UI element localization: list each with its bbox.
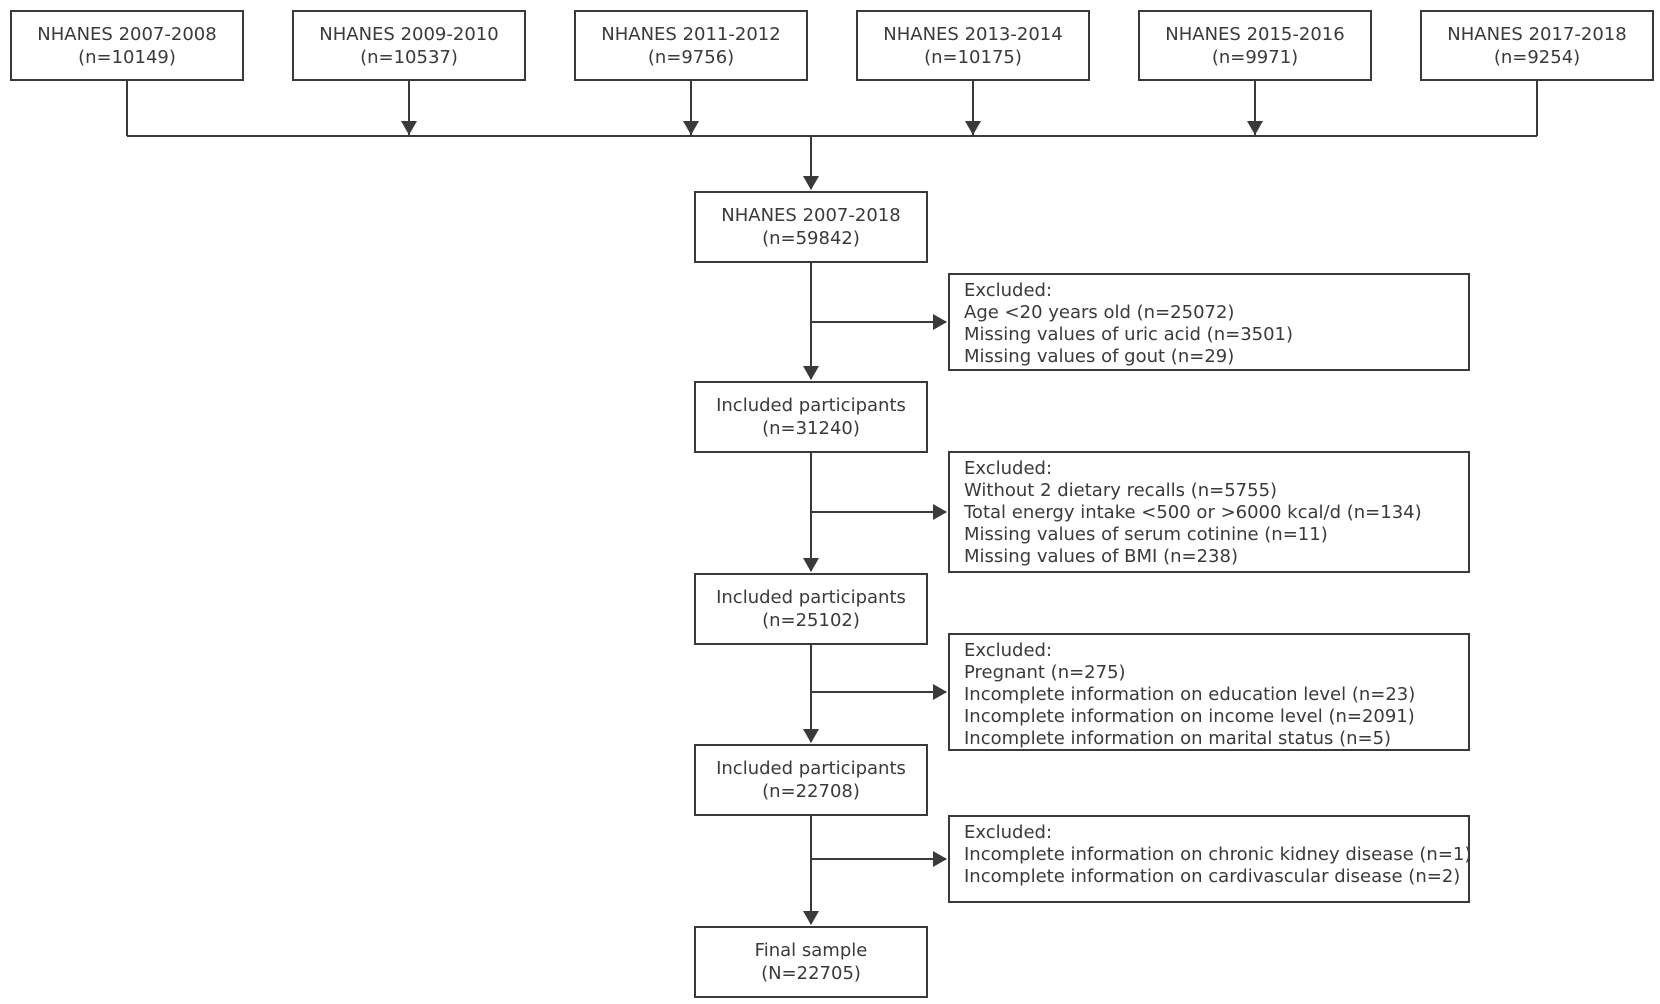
box-title: Included participants xyxy=(716,758,906,779)
exclusion-criterion: Total energy intake <500 or >6000 kcal/d… xyxy=(964,502,1422,523)
source-box-s6: NHANES 2017-2018(n=9254) xyxy=(1420,10,1654,81)
source-box-s5: NHANES 2015-2016(n=9971) xyxy=(1138,10,1372,81)
exclusion-criterion: Missing values of uric acid (n=3501) xyxy=(964,324,1294,345)
exclusion-criterion: Age <20 years old (n=25072) xyxy=(964,302,1235,323)
step-box-included3: Included participants(n=22708) xyxy=(694,744,928,816)
box-count: (n=10175) xyxy=(924,46,1022,68)
box-count: (n=10149) xyxy=(78,46,176,68)
exclusion-box-ex2: Excluded:Without 2 dietary recalls (n=57… xyxy=(948,451,1470,573)
exclusion-heading: Excluded: xyxy=(964,640,1053,661)
box-title: Included participants xyxy=(716,395,906,416)
exclusion-criterion: Incomplete information on income level (… xyxy=(964,706,1415,727)
source-arrow-head xyxy=(965,121,981,135)
exclusion-heading: Excluded: xyxy=(964,822,1053,843)
box-count: (n=9756) xyxy=(647,46,735,68)
box-title: Final sample xyxy=(754,940,868,961)
exclusion-heading: Excluded: xyxy=(964,458,1053,479)
box-count: (N=22705) xyxy=(761,963,861,984)
box-count: (n=31240) xyxy=(762,418,860,439)
exclusion-criterion: Missing values of serum cotinine (n=11) xyxy=(964,524,1328,545)
box-count: (n=59842) xyxy=(762,228,860,249)
exclusion-criterion: Incomplete information on education leve… xyxy=(964,684,1416,705)
exclusion-criterion: Pregnant (n=275) xyxy=(964,662,1126,683)
exclusion-criterion: Missing values of BMI (n=238) xyxy=(964,546,1238,567)
source-box-s3: NHANES 2011-2012(n=9756) xyxy=(574,10,808,81)
step-arrow-head xyxy=(803,911,819,925)
step-arrow-head xyxy=(803,558,819,572)
exclusion-heading: Excluded: xyxy=(964,280,1053,301)
box-count: (n=9254) xyxy=(1493,46,1581,68)
box-title: NHANES 2017-2018 xyxy=(1447,23,1627,45)
source-arrow-head xyxy=(401,121,417,135)
exclusion-arrow-head xyxy=(933,684,947,700)
exclusion-criterion: Incomplete information on marital status… xyxy=(964,728,1392,749)
source-box-s2: NHANES 2009-2010(n=10537) xyxy=(292,10,526,81)
step-box-included2: Included participants(n=25102) xyxy=(694,573,928,645)
box-title: NHANES 2011-2012 xyxy=(601,23,781,45)
exclusion-criterion: Incomplete information on chronic kidney… xyxy=(964,844,1472,865)
exclusion-box-ex1: Excluded:Age <20 years old (n=25072)Miss… xyxy=(948,273,1470,371)
box-count: (n=9971) xyxy=(1211,46,1299,68)
box-title: NHANES 2007-2008 xyxy=(37,23,217,45)
source-box-s4: NHANES 2013-2014(n=10175) xyxy=(856,10,1090,81)
box-title: NHANES 2013-2014 xyxy=(883,23,1063,45)
box-title: NHANES 2007-2018 xyxy=(721,205,901,226)
step-arrow-head xyxy=(803,366,819,380)
box-title: NHANES 2015-2016 xyxy=(1165,23,1345,45)
box-count: (n=25102) xyxy=(762,610,860,631)
box-title: Included participants xyxy=(716,587,906,608)
bus-arrow-head xyxy=(803,176,819,190)
exclusion-arrow-head xyxy=(933,314,947,330)
exclusion-box-ex3: Excluded:Pregnant (n=275)Incomplete info… xyxy=(948,633,1470,751)
box-title: NHANES 2009-2010 xyxy=(319,23,499,45)
exclusion-criterion: Without 2 dietary recalls (n=5755) xyxy=(964,480,1278,501)
exclusion-criterion: Incomplete information on cardivascular … xyxy=(964,866,1461,887)
step-box-final: Final sample(N=22705) xyxy=(694,926,928,998)
source-arrow-head xyxy=(1247,121,1263,135)
exclusion-box-ex4: Excluded:Incomplete information on chron… xyxy=(948,815,1472,903)
box-count: (n=10537) xyxy=(360,46,458,68)
box-count: (n=22708) xyxy=(762,781,860,802)
step-arrow-head xyxy=(803,729,819,743)
step-box-combined: NHANES 2007-2018(n=59842) xyxy=(694,191,928,263)
exclusion-criterion: Missing values of gout (n=29) xyxy=(964,346,1235,367)
step-box-included1: Included participants(n=31240) xyxy=(694,381,928,453)
source-box-s1: NHANES 2007-2008(n=10149) xyxy=(10,10,244,81)
exclusion-arrow-head xyxy=(933,851,947,867)
exclusion-arrow-head xyxy=(933,504,947,520)
source-arrow-head xyxy=(683,121,699,135)
